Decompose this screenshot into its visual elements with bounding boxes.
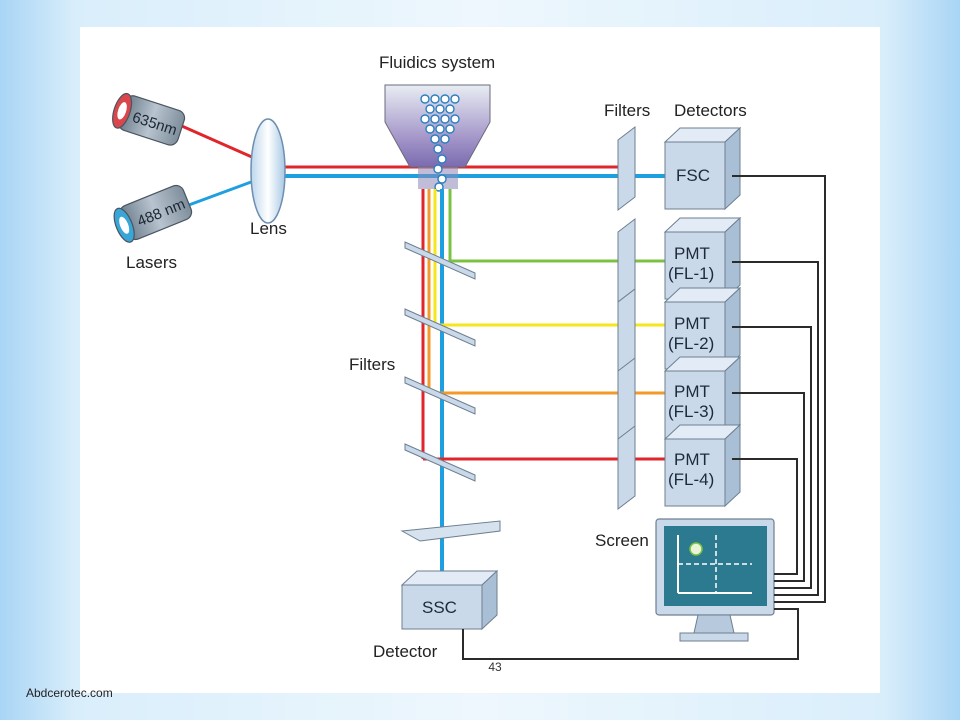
fsc-label: FSC: [676, 166, 710, 185]
slide-number: 43: [488, 660, 502, 674]
detectors-label: Detectors: [674, 101, 747, 120]
pmt-fl2-line1: PMT: [674, 314, 710, 333]
pmt-fl4-line2: (FL-4): [668, 470, 714, 489]
cell-stream-icon: [420, 94, 460, 192]
filters-mid-label: Filters: [349, 355, 395, 374]
diagram-panel: Fluidics system Filters Lens: [80, 27, 880, 693]
ssc-label: SSC: [422, 598, 457, 617]
pmt-fl2-detector: PMT (FL-2): [663, 286, 742, 371]
pmt-fl4-line1: PMT: [674, 450, 710, 469]
filters-top-label: Filters: [604, 101, 650, 120]
laser-488-icon: [113, 184, 193, 243]
screen-label: Screen: [595, 531, 649, 550]
ssc-filter: [400, 520, 501, 542]
fluidics-system-label: Fluidics system: [379, 53, 495, 72]
flow-cytometer-diagram: Fluidics system Filters Lens: [112, 53, 826, 661]
watermark: Abdcerotec.com: [26, 686, 113, 700]
dichroic-filters: [404, 241, 476, 482]
signal-wires: [462, 175, 826, 660]
lens-icon: [250, 118, 286, 224]
ssc-detector: SSC: [400, 569, 499, 631]
pmt-fl2-line2: (FL-2): [668, 334, 714, 353]
fluidics-system: [384, 84, 491, 192]
pmt-fl3-line2: (FL-3): [668, 402, 714, 421]
bandpass-filters: [617, 125, 636, 511]
lens-label: Lens: [250, 219, 287, 238]
screen-monitor-icon: [655, 518, 775, 642]
lasers-label: Lasers: [126, 253, 177, 272]
laser-635-icon: [112, 92, 186, 146]
pmt-fl3-line1: PMT: [674, 382, 710, 401]
pmt-fl1-line1: PMT: [674, 244, 710, 263]
detector-label: Detector: [373, 642, 438, 661]
pmt-fl1-detector: PMT (FL-1): [663, 216, 742, 301]
fsc-detector: FSC: [663, 126, 742, 211]
pmt-fl4-detector: PMT (FL-4): [663, 423, 742, 508]
pmt-fl1-line2: (FL-1): [668, 264, 714, 283]
